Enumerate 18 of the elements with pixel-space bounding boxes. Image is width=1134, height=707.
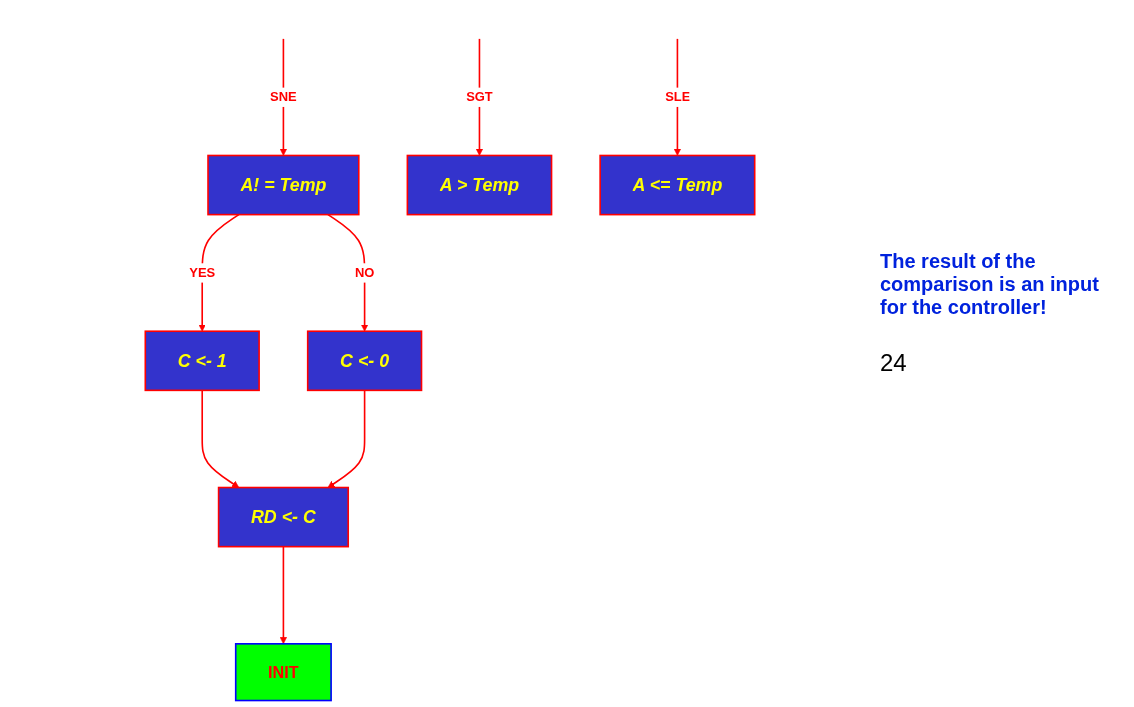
note-text: The result of the comparison is an input for the controller! <box>880 250 1100 319</box>
node-box: C <- 0 <box>306 330 423 392</box>
edge-label: SNE <box>270 89 297 104</box>
arrow <box>327 213 369 332</box>
node-box: INIT <box>234 643 332 702</box>
edge-label: SGT <box>466 89 493 104</box>
node-box: RD <- C <box>217 486 350 548</box>
node-box: C <- 1 <box>144 330 260 392</box>
node-box: A <= Temp <box>599 154 756 216</box>
arrow <box>327 389 366 488</box>
edge-label: SLE <box>665 89 691 104</box>
edge-label: NO <box>354 265 375 280</box>
arrow <box>201 389 240 488</box>
edge-label: YES <box>189 265 216 280</box>
page-number: 24 <box>880 349 908 377</box>
node-box: A! = Temp <box>207 154 360 216</box>
arrow <box>279 545 287 645</box>
node-box: A > Temp <box>406 154 553 216</box>
